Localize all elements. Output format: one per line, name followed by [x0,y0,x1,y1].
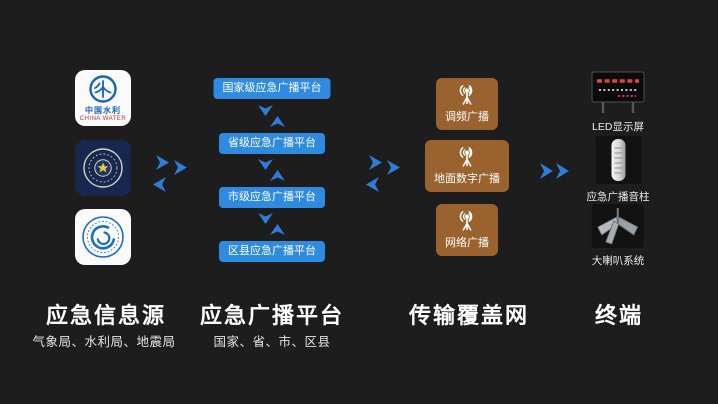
platform-city-bar: 市级应急广播平台 [219,187,325,208]
level-bidirectional-arrows [258,213,285,235]
china-water-logo: 中国水利 CHINA WATER [75,70,131,126]
level-bidirectional-arrows [258,159,285,181]
broadcast-antenna-icon [459,147,473,167]
platforms-subtitle: 国家、省、市、区县 [213,335,331,349]
device-label: 应急广播音柱 [586,191,650,203]
channel-label: 调频广播 [445,111,489,123]
led-display-image [591,71,645,113]
china-water-logo-text: 中国水利 [85,106,121,115]
channel-label: 网络广播 [445,237,489,249]
channel-fm-broadcast: 调频广播 [436,78,498,130]
china-water-emblem-icon [89,75,117,103]
platforms-title: 应急广播平台 [199,303,345,328]
meteorology-swirl-icon [82,216,124,258]
network-terminals-forward-arrows [540,163,569,179]
meteorology-logo [75,209,131,265]
china-water-logo-subtext: CHINA WATER [79,116,127,122]
terminals-title: 终端 [594,303,644,328]
channel-terrestrial-digital-broadcast: 地面数字广播 [425,140,509,192]
channel-label: 地面数字广播 [434,173,500,185]
broadcast-antenna-icon [459,211,473,231]
government-seal-icon [83,148,123,188]
terminal-led-display: LED显示屏 [590,70,646,134]
horn-speaker-image [592,204,644,248]
broadcast-antenna-icon [459,85,473,105]
platform-national-bar: 国家级应急广播平台 [213,78,331,99]
government-seal-logo [75,140,131,196]
device-label: LED显示屏 [592,121,644,133]
terminal-horn-speakers: 大喇叭系统 [591,204,645,268]
platform-province-bar: 省级应急广播平台 [219,133,325,154]
terminal-speaker-column: 应急广播音柱 [587,136,650,204]
device-label: 大喇叭系统 [591,255,645,267]
platforms-network-bidirectional-arrows [366,155,400,192]
sources-subtitle: 气象局、水利局、地震局 [32,335,176,349]
sources-platforms-bidirectional-arrows [153,155,187,192]
level-bidirectional-arrows [258,105,285,127]
platform-county-bar: 区县应急广播平台 [219,241,325,262]
network-title: 传输覆盖网 [408,303,530,328]
speaker-column-image [595,136,641,184]
sources-title: 应急信息源 [45,303,167,328]
channel-network-broadcast: 网络广播 [436,204,498,256]
